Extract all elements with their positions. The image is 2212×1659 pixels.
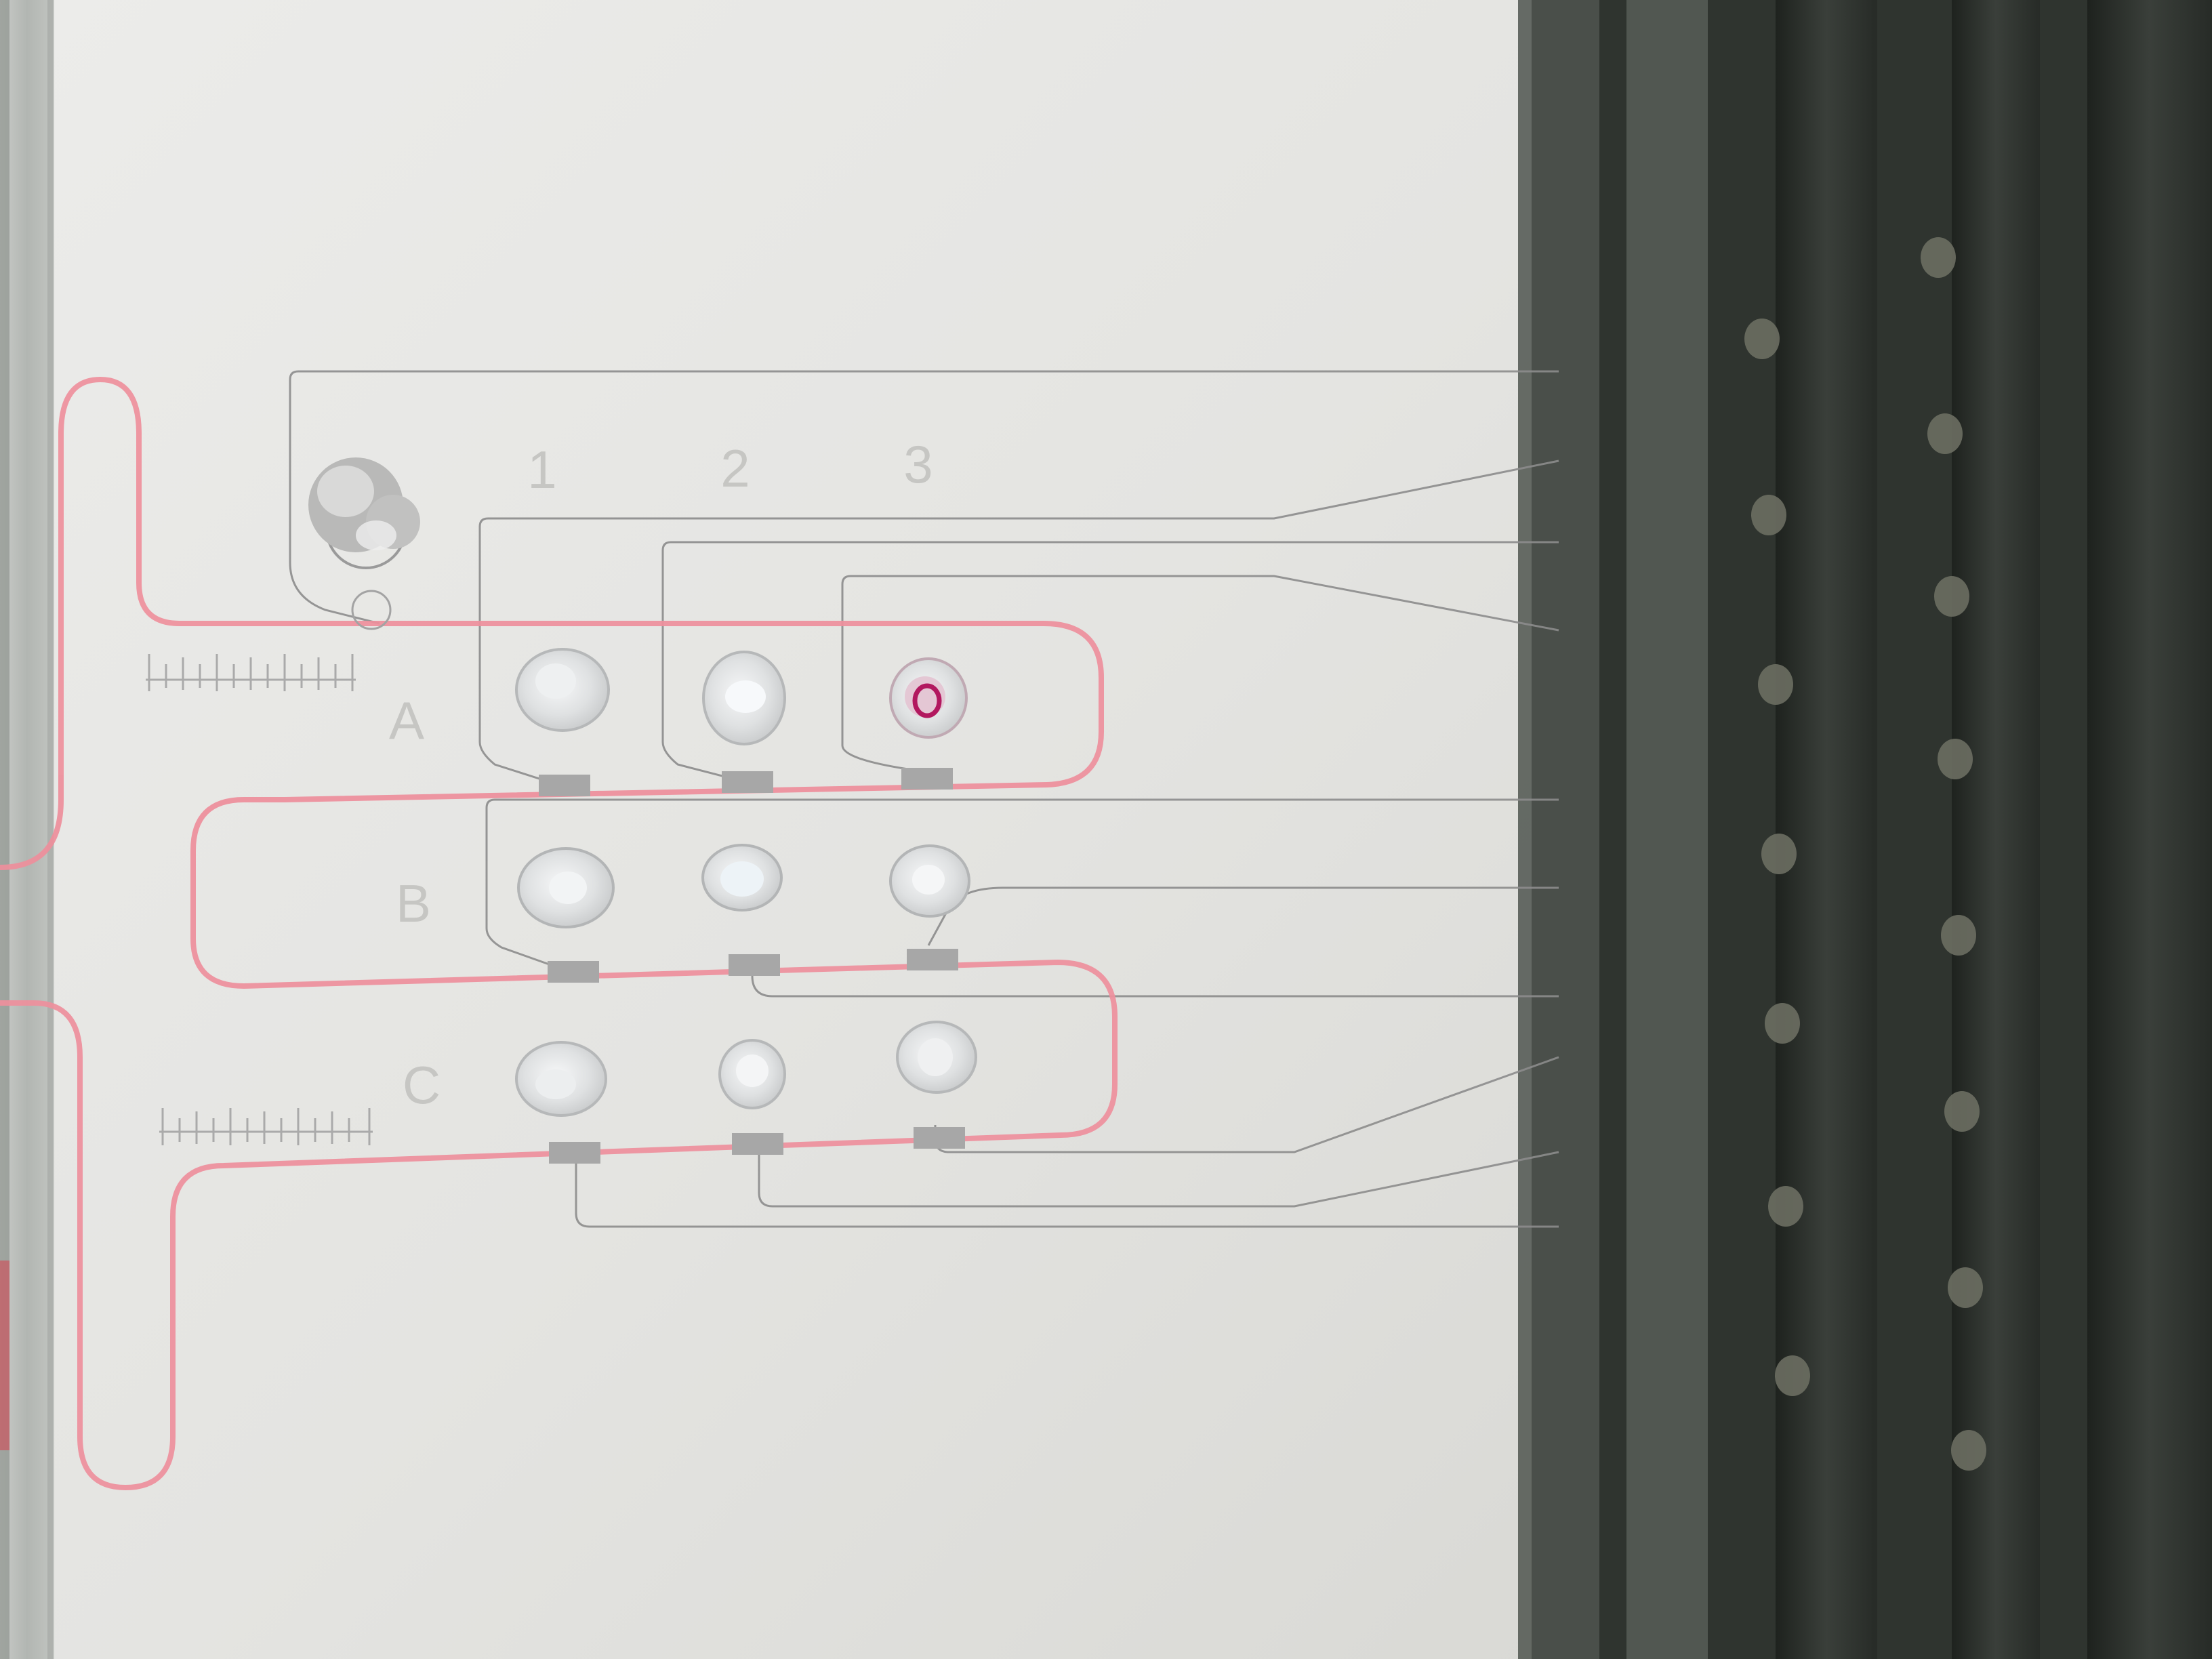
column-label-1: 1 <box>527 440 556 499</box>
rack-rail-1 <box>1776 0 1877 1659</box>
rack-pins <box>1744 237 1986 1471</box>
electrode-pads <box>539 768 965 1164</box>
red-marker-strip <box>0 1261 9 1450</box>
heater-loop-middle <box>0 797 1118 1490</box>
well-c2 <box>718 1039 786 1109</box>
well-c3 <box>896 1021 977 1094</box>
channel-row-c-1 <box>575 1152 1559 1228</box>
channel-row-b-1 <box>485 798 1559 970</box>
well-b1 <box>517 847 615 928</box>
channel-column-1 <box>478 459 1559 787</box>
rack-glass-edge <box>1626 0 1708 1659</box>
channel-column-2 <box>661 541 1559 781</box>
ruler-top <box>146 654 356 691</box>
well-b3 <box>889 844 970 918</box>
rack-rail-3 <box>2087 0 2212 1659</box>
heater-trace <box>0 377 1118 1490</box>
channel-row-c-2 <box>758 1145 1559 1208</box>
inlet-port <box>308 457 420 630</box>
glass-substrate <box>0 0 1559 1659</box>
channel-row-b-return <box>751 956 1559 998</box>
heater-loop-top-left <box>0 377 1104 870</box>
plate-left-edge-shadow <box>0 0 9 1659</box>
row-label-b: B <box>396 874 431 933</box>
channel-outlines <box>289 370 1559 1228</box>
well-a2 <box>702 651 786 745</box>
rack-rail-2 <box>1952 0 2040 1659</box>
rack-transition <box>1518 0 1599 1659</box>
inlet-channel <box>289 370 1559 625</box>
column-label-3: 3 <box>903 434 933 494</box>
column-label-2: 2 <box>720 438 750 498</box>
row-label-a: A <box>389 691 424 750</box>
row-label-c: C <box>403 1055 441 1115</box>
channel-column-3 <box>841 575 1559 771</box>
ruler-bottom <box>159 1108 373 1145</box>
well-a1 <box>515 648 610 732</box>
well-a3 <box>889 657 968 739</box>
well-c1 <box>515 1041 607 1117</box>
plate-left-edge-highlight <box>47 0 53 1659</box>
well-b2 <box>701 844 783 912</box>
